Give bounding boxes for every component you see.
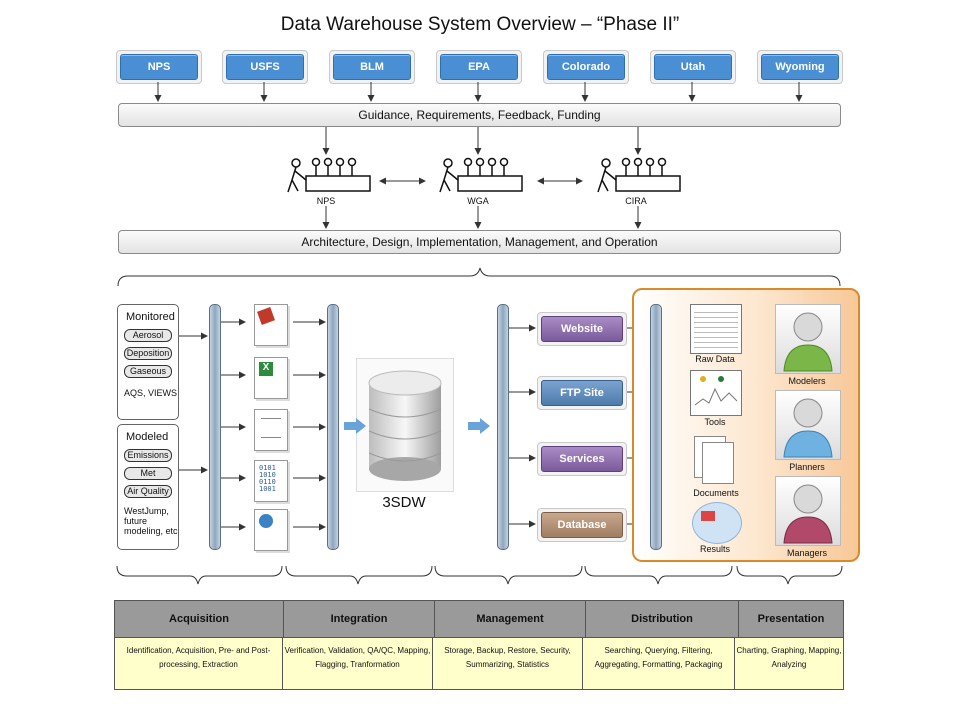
chart-line-icon — [694, 376, 738, 406]
output-label-results: Results — [699, 544, 730, 554]
team-figure-icon — [597, 157, 681, 193]
user-label-modelers: Modelers — [788, 376, 826, 386]
planner-avatar — [775, 390, 841, 460]
user-label-planners: Planners — [789, 462, 825, 472]
monitored-panel: Monitored Aerosol Deposition Gaseous AQS… — [117, 304, 179, 420]
stakeholder-label: NPS — [120, 54, 198, 80]
warehouse-label: 3SDW — [382, 494, 426, 511]
cira-team-icon — [596, 156, 682, 196]
spreadsheet-file-icon: X — [254, 357, 288, 399]
stakeholder-label: EPA — [440, 54, 518, 80]
output-label-documents: Documents — [693, 488, 739, 498]
person-icon — [783, 484, 833, 544]
function-header-management: Management — [435, 601, 586, 637]
function-desc-presentation: Charting, Graphing, Mapping, Analyzing — [736, 646, 842, 669]
output-label-raw-data: Raw Data — [695, 354, 735, 364]
monitored-extra: AQS, VIEWS — [124, 388, 178, 398]
output-label-tools: Tools — [704, 417, 726, 427]
modeled-title: Modeled — [126, 431, 169, 443]
result-marker-icon — [701, 511, 715, 521]
integration-bus — [327, 304, 339, 550]
stakeholder-label: Colorado — [547, 54, 625, 80]
group-label-cira: CIRA — [625, 196, 647, 206]
stakeholder-label: BLM — [333, 54, 411, 80]
excel-badge-icon: X — [259, 362, 273, 376]
document-page-icon — [702, 442, 734, 484]
tools-chart-icon — [690, 370, 742, 416]
group-label-nps: NPS — [316, 196, 336, 206]
stakeholder-usfs[interactable]: USFS — [222, 50, 308, 84]
database-icon — [368, 370, 442, 481]
function-header-integration: Integration — [284, 601, 435, 637]
modeled-panel: Modeled Emissions Met Air Quality WestJu… — [117, 424, 179, 550]
functions-header-row: Acquisition Integration Management Distr… — [115, 601, 843, 638]
website-button[interactable]: Website — [537, 312, 627, 346]
user-label-managers: Managers — [786, 548, 828, 558]
met-pill: Met — [124, 467, 172, 480]
web-file-icon — [254, 509, 288, 551]
gaseous-pill: Gaseous — [124, 365, 172, 378]
distribution-bus — [650, 304, 662, 550]
functions-body-row: Identification, Acquisition, Pre- and Po… — [115, 638, 843, 689]
right-arrow-icon — [344, 418, 366, 434]
services-label: Services — [541, 446, 623, 472]
emissions-pill: Emissions — [124, 449, 172, 462]
presentation-file-icon — [254, 304, 288, 346]
stakeholder-epa[interactable]: EPA — [436, 50, 522, 84]
stakeholder-wyoming[interactable]: Wyoming — [757, 50, 843, 84]
raw-data-table-icon — [690, 304, 742, 354]
manager-avatar — [775, 476, 841, 546]
stakeholder-label: USFS — [226, 54, 304, 80]
file-badge-icon — [257, 307, 275, 325]
table-lines-icon — [694, 308, 738, 348]
stakeholder-nps[interactable]: NPS — [116, 50, 202, 84]
function-desc-distribution: Searching, Querying, Filtering, Aggregat… — [583, 638, 735, 689]
team-figure-icon — [287, 157, 371, 193]
person-icon — [783, 398, 833, 458]
text-file-icon — [254, 409, 288, 451]
text-lines-icon — [261, 418, 281, 438]
management-bus — [497, 304, 509, 550]
nps-team-icon — [286, 156, 372, 196]
architecture-bar: Architecture, Design, Implementation, Ma… — [118, 230, 841, 254]
modeled-extra: WestJump, future modeling, etc — [124, 506, 178, 536]
deposition-pill: Deposition — [124, 347, 172, 360]
services-button[interactable]: Services — [537, 442, 627, 476]
ftp-site-label: FTP Site — [541, 380, 623, 406]
stakeholder-label: Utah — [654, 54, 732, 80]
monitored-title: Monitored — [126, 311, 175, 323]
right-arrow-icon — [468, 418, 490, 434]
person-icon — [783, 312, 833, 372]
function-desc-management: Storage, Backup, Restore, Security, Summ… — [433, 638, 583, 689]
database-label: Database — [541, 512, 623, 538]
stakeholder-utah[interactable]: Utah — [650, 50, 736, 84]
function-desc-integration: Verification, Validation, QA/QC, Mapping… — [283, 638, 433, 689]
ftp-site-button[interactable]: FTP Site — [537, 376, 627, 410]
air-quality-pill: Air Quality — [124, 485, 172, 498]
documents-stack-icon — [694, 436, 738, 486]
stakeholder-blm[interactable]: BLM — [329, 50, 415, 84]
group-label-wga: WGA — [467, 196, 489, 206]
stakeholder-label: Wyoming — [761, 54, 839, 80]
function-header-acquisition: Acquisition — [115, 601, 284, 637]
function-header-distribution: Distribution — [586, 601, 739, 637]
modeler-avatar — [775, 304, 841, 374]
aerosol-pill: Aerosol — [124, 329, 172, 342]
website-label: Website — [541, 316, 623, 342]
team-figure-icon — [439, 157, 523, 193]
function-header-presentation: Presentation — [757, 613, 825, 625]
function-desc-acquisition: Identification, Acquisition, Pre- and Po… — [115, 638, 283, 689]
database-button[interactable]: Database — [537, 508, 627, 542]
warehouse-frame — [356, 358, 454, 492]
acquisition-bus — [209, 304, 221, 550]
stakeholder-colorado[interactable]: Colorado — [543, 50, 629, 84]
wga-team-icon — [438, 156, 524, 196]
functions-table: Acquisition Integration Management Distr… — [114, 600, 844, 690]
results-map-icon — [692, 502, 742, 544]
guidance-bar: Guidance, Requirements, Feedback, Fundin… — [118, 103, 841, 127]
globe-icon — [259, 514, 273, 528]
page-title: Data Warehouse System Overview – “Phase … — [280, 14, 680, 35]
